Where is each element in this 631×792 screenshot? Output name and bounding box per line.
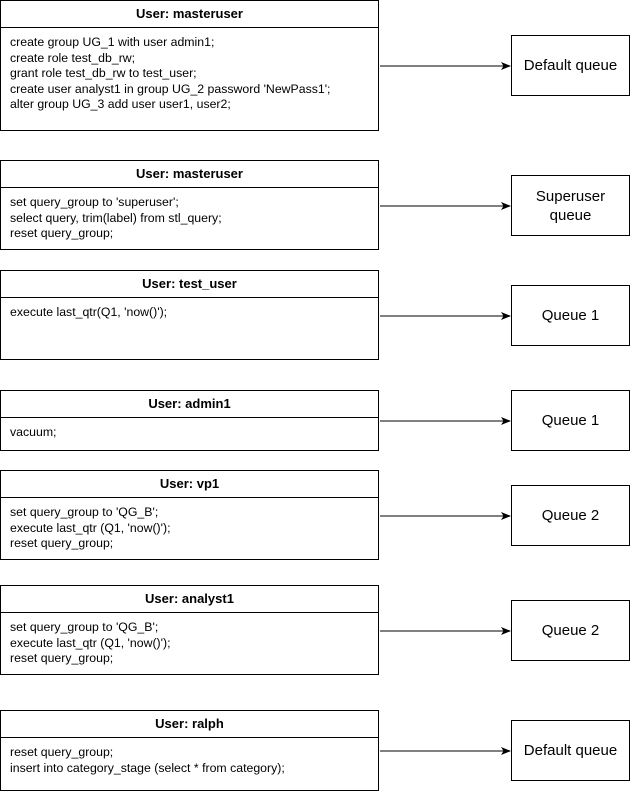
queue-box-queue-2: Queue 2 <box>511 485 630 546</box>
sql-line: execute last_qtr (Q1, 'now()'); <box>10 520 171 535</box>
queue-label: Queue 2 <box>541 622 600 639</box>
sql-statements: vacuum; <box>1 418 378 441</box>
sql-line: select query, trim(label) from stl_query… <box>10 210 222 225</box>
sql-line: reset query_group; <box>10 745 114 759</box>
sql-statements: reset query_group;insert into category_s… <box>1 738 378 776</box>
sql-line: alter group UG_3 add user user1, user2; <box>10 97 231 111</box>
queue-box-default-queue: Default queue <box>511 720 630 781</box>
user-box-title: User: masteruser <box>1 161 378 188</box>
sql-line: vacuum; <box>10 425 57 439</box>
queue-box-queue-1: Queue 1 <box>511 390 630 451</box>
sql-line: reset query_group; <box>10 651 114 665</box>
queue-label: Default queue <box>523 57 618 74</box>
sql-statements: set query_group to 'QG_B';execute last_q… <box>1 498 378 552</box>
sql-statements: set query_group to 'superuser';select qu… <box>1 188 378 242</box>
user-box-title: User: test_user <box>1 271 378 298</box>
queue-box-queue-2: Queue 2 <box>511 600 630 661</box>
sql-statements: set query_group to 'QG_B';execute last_q… <box>1 613 378 667</box>
user-box-title: User: ralph <box>1 711 378 738</box>
sql-line: set query_group to 'superuser'; <box>10 195 179 209</box>
sql-line: grant role test_db_rw to test_user; <box>10 66 197 80</box>
sql-line: execute last_qtr(Q1, 'now()'); <box>10 305 168 319</box>
sql-statements: create group UG_1 with user admin1;creat… <box>1 28 378 113</box>
user-box-title: User: vp1 <box>1 471 378 498</box>
sql-line: create user analyst1 in group UG_2 passw… <box>10 81 331 96</box>
user-box-title: User: admin1 <box>1 391 378 418</box>
sql-line: set query_group to 'QG_B'; <box>10 620 159 634</box>
user-box-title: User: analyst1 <box>1 586 378 613</box>
sql-line: create group UG_1 with user admin1; <box>10 35 215 49</box>
sql-line: reset query_group; <box>10 536 114 550</box>
sql-line: reset query_group; <box>10 226 114 240</box>
sql-line: execute last_qtr (Q1, 'now()'); <box>10 635 171 650</box>
sql-statements: execute last_qtr(Q1, 'now()'); <box>1 298 378 321</box>
queue-label: Queue 1 <box>541 412 600 429</box>
user-box-title: User: masteruser <box>1 1 378 28</box>
queue-label: Queue 2 <box>541 507 600 524</box>
queue-box-superuser-queue: Superuser queue <box>511 175 630 236</box>
queue-label: Superuser queue <box>535 187 606 224</box>
queue-box-default-queue: Default queue <box>511 35 630 96</box>
sql-line: set query_group to 'QG_B'; <box>10 505 159 519</box>
queue-box-queue-1: Queue 1 <box>511 285 630 346</box>
queue-label: Default queue <box>523 742 618 759</box>
user-box-admin1: User: admin1 vacuum; <box>0 390 379 451</box>
sql-line: create role test_db_rw; <box>10 50 136 65</box>
queue-label: Queue 1 <box>541 307 600 324</box>
sql-line: insert into category_stage (select * fro… <box>10 760 285 775</box>
